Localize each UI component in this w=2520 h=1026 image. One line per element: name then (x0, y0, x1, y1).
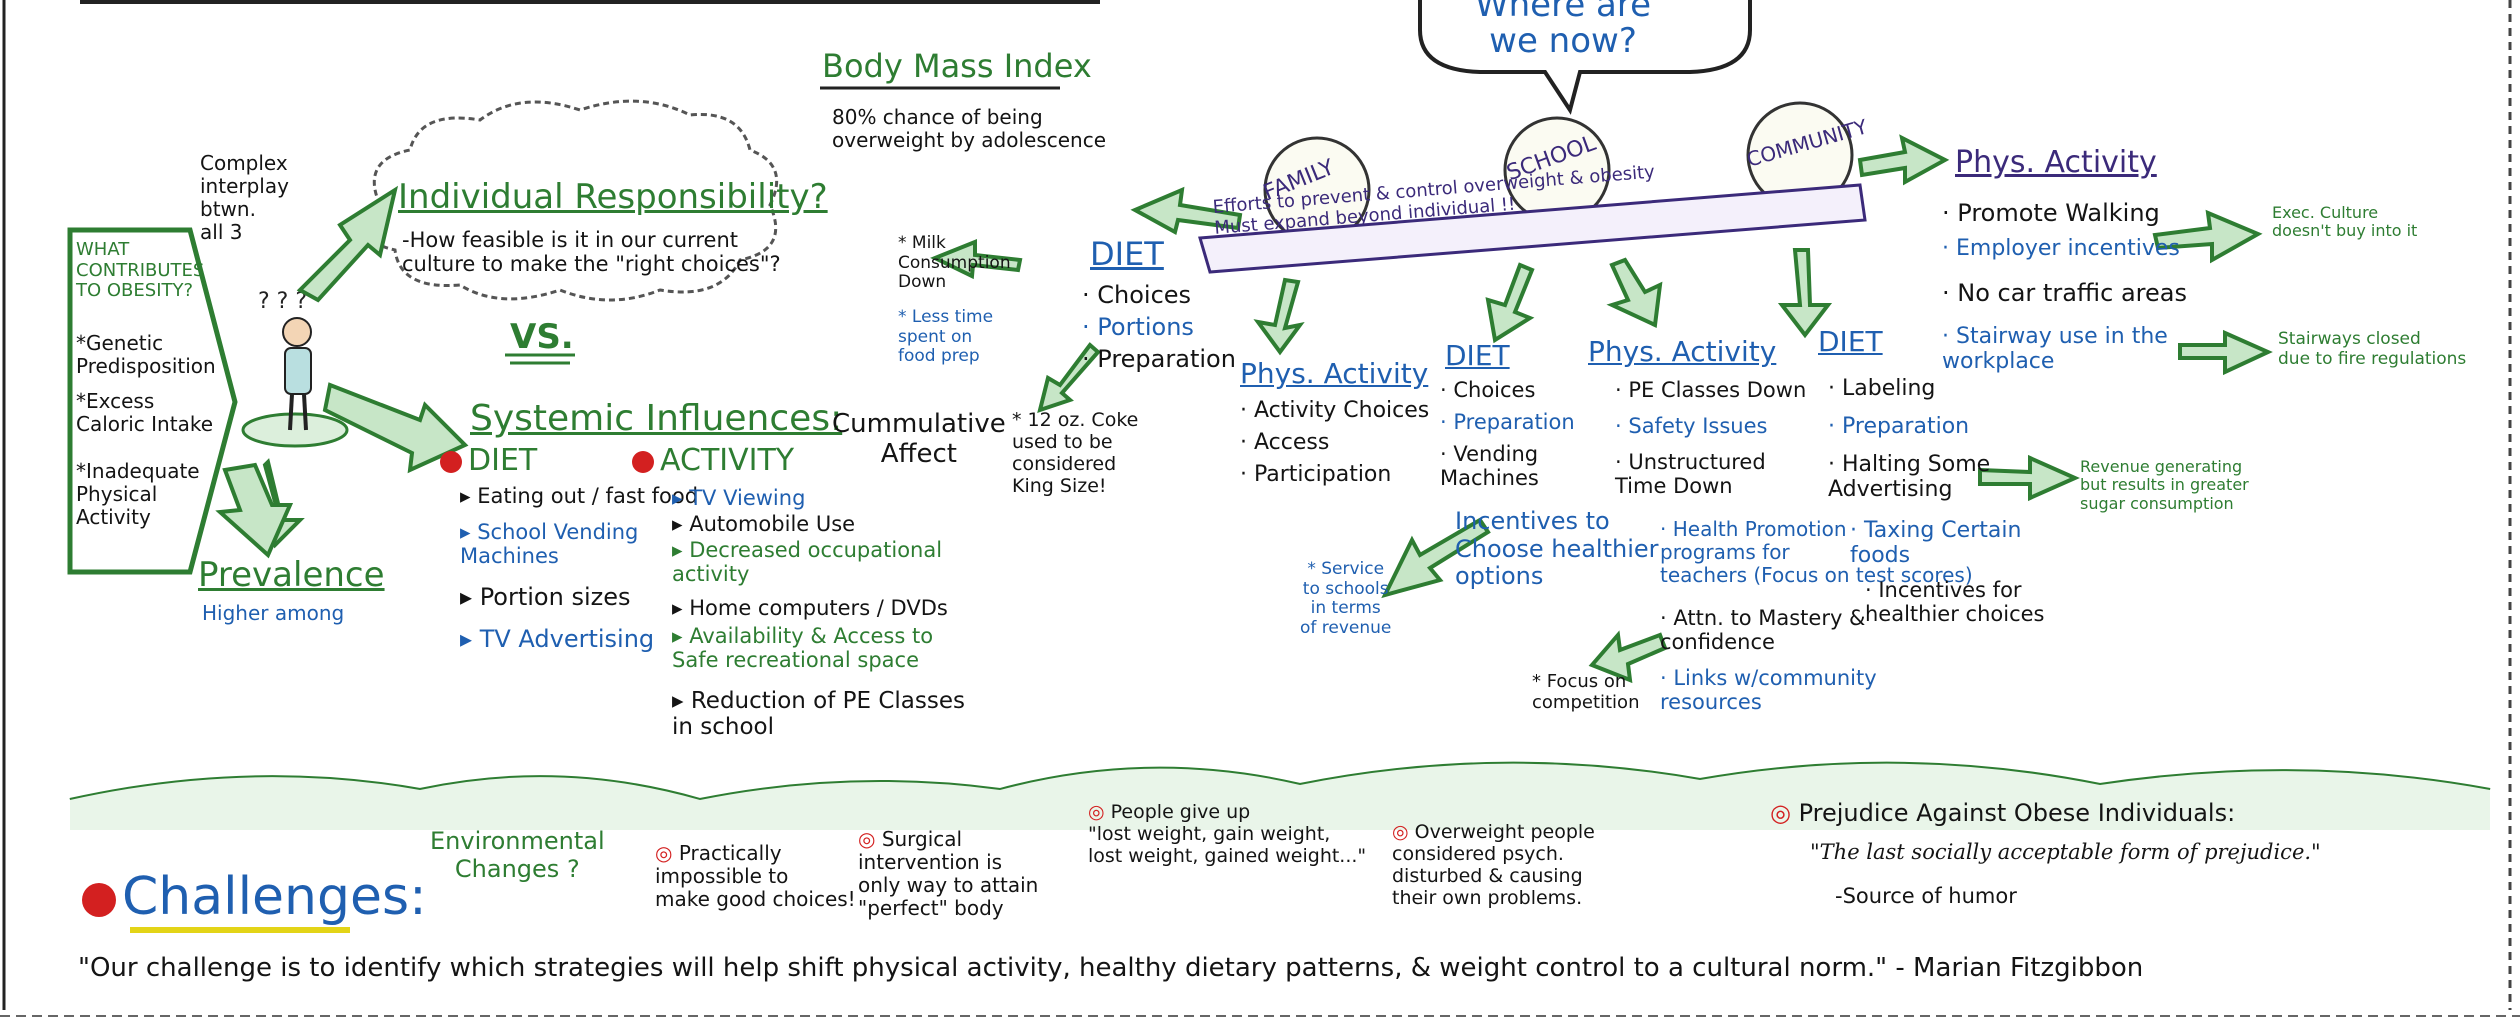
community-phys-item: · Promote Walking (1942, 199, 2160, 227)
red-bullet-icon (440, 450, 462, 473)
speech-bubble-text: Where are we now? (1475, 0, 1652, 61)
speech-bubble-shape (1418, 0, 1752, 115)
milk-note: * Milk Consumption Down (898, 233, 1011, 293)
spheres (1263, 101, 1854, 244)
svg-text:? ? ?: ? ? ? (258, 289, 307, 314)
complex-interplay-note: Complex interplay btwn. all 3 (200, 151, 289, 244)
challenge-item: ◎ People give up "lost weight, gain weig… (1088, 801, 1367, 867)
revenue-note: Revenue generating but results in greate… (2080, 457, 2249, 513)
banner-ribbon (1198, 183, 1867, 274)
arrow-to-systemic (322, 382, 469, 474)
red-bullet-icon (82, 883, 116, 917)
systemic-diet-item: ▸ School Vending Machines (460, 520, 639, 569)
family-phys-title: Phys. Activity (1240, 357, 1429, 390)
prejudice-quote: "The last socially acceptable form of pr… (1810, 840, 2321, 864)
arrow-to-diet (1130, 186, 1243, 236)
school-phys-item: · Health Promotion programs for teachers… (1660, 517, 1973, 587)
systemic-activity-item: ▸ Automobile Use (672, 512, 856, 536)
green-arrows (215, 134, 2273, 684)
school-phys-title: Phys. Activity (1588, 335, 1777, 368)
systemic-diet-item: ▸ Eating out / fast food (460, 484, 699, 508)
community-diet-item: · Taxing Certain foods (1850, 518, 2022, 569)
school-diet-item: · Preparation (1440, 410, 1575, 434)
school-phys-item: · Links w/community resources (1660, 666, 1877, 715)
systemic-diet-item: ▸ TV Advertising (460, 625, 655, 653)
school-phys-item: · Attn. to Mastery & confidence (1660, 606, 1866, 655)
arrow-to-milk (930, 239, 1023, 280)
closing-quote: "Our challenge is to identify which stra… (78, 953, 2144, 983)
school-diet-item: · Vending Machines (1440, 442, 1539, 491)
cloud-shape (366, 99, 779, 302)
prejudice-sub: -Source of humor (1835, 884, 2017, 908)
systemic-activity-item: ▸ Availability & Access to Safe recreati… (672, 624, 934, 673)
contributes-item: *Inadequate Physical Activity (76, 459, 200, 529)
systemic-activity-item: ▸ TV Viewing (672, 486, 806, 510)
bmi-note: 80% chance of being overweight by adoles… (832, 105, 1107, 152)
systemic-diet-label: DIET (468, 443, 538, 478)
school-diet-item: · Choices (1440, 378, 1536, 402)
family-diet-item: · Portions (1082, 313, 1194, 341)
community-phys-title: Phys. Activity (1955, 145, 2157, 180)
environmental-changes: Environmental Changes ? (430, 827, 605, 883)
competition-note: * Focus on competition (1532, 671, 1640, 713)
school-phys-item: · Safety Issues (1615, 414, 1768, 438)
challenge-item: ◎ Surgical intervention is only way to a… (858, 827, 1039, 920)
arrow-to-individual (296, 185, 399, 303)
school-phys-item: · PE Classes Down (1615, 378, 1807, 402)
systemic-activity-item: ▸ Decreased occupational activity (672, 538, 943, 587)
contributes-item: *Excess Caloric Intake (76, 389, 213, 436)
prejudice-title: ◎ Prejudice Against Obese Individuals: (1770, 799, 2236, 827)
systemic-diet-title: DIET (440, 443, 538, 479)
school-diet-title: DIET (1445, 339, 1510, 372)
community-phys-item: · No car traffic areas (1942, 279, 2187, 307)
systemic-activity-item: ▸ Home computers / DVDs (672, 596, 948, 620)
contributes-panel (67, 227, 238, 575)
prevalence-sub: Higher among (202, 601, 345, 625)
systemic-activity-item: ▸ Reduction of PE Classes in school (672, 688, 965, 741)
exec-note: Exec. Culture doesn't buy into it (2272, 203, 2418, 241)
community-phys-item: · Stairway use in the workplace (1942, 324, 2168, 375)
family-diet-item: · Choices (1082, 281, 1192, 309)
service-note: * Service to schools in terms of revenue (1300, 559, 1392, 638)
red-bullet-icon (632, 450, 654, 473)
vs-label: VS. (510, 317, 574, 357)
challenge-item: ◎ Overweight people considered psych. di… (1392, 821, 1595, 909)
arrow-to-service (1381, 517, 1491, 599)
challenges-title: Challenges: (82, 867, 427, 928)
stairways-note: Stairways closed due to fire regulations (2278, 329, 2467, 369)
hills-fill (70, 763, 2490, 830)
systemic-title: Systemic Influences: (470, 398, 843, 439)
less-time-note: * Less time spent on food prep (898, 307, 994, 367)
community-diet-item: · Labeling (1828, 376, 1936, 401)
systemic-activity-title: ACTIVITY (632, 443, 795, 479)
family-diet-item: · Preparation (1082, 345, 1236, 373)
community-phys-item: · Employer incentives (1942, 236, 2180, 261)
prevalence-title: Prevalence (198, 555, 385, 595)
arrow-to-coke (1037, 342, 1101, 414)
community-diet-item: · Preparation (1828, 414, 1970, 439)
community-diet-item: · Incentives for healthier choices (1865, 578, 2045, 627)
challenge-item: ◎ Practically impossible to make good ch… (655, 841, 856, 911)
community-diet-title: DIET (1818, 325, 1883, 358)
coke-note: * 12 oz. Coke used to be considered King… (1012, 409, 1139, 497)
individual-text: -How feasible is it in our current cultu… (402, 228, 781, 277)
systemic-activity-label: ACTIVITY (660, 443, 795, 478)
contributes-title: WHAT CONTRIBUTES TO OBESITY? (76, 239, 205, 302)
family-diet-title: DIET (1090, 235, 1164, 273)
community-diet-item: · Halting Some Advertising (1828, 452, 1991, 503)
family-phys-item: · Activity Choices (1240, 398, 1430, 423)
bmi-title: Body Mass Index (822, 47, 1092, 85)
challenges-label: Challenges: (122, 867, 427, 927)
school-diet-item: Incentives to Choose healthier options (1455, 507, 1659, 591)
systemic-diet-item: ▸ Portion sizes (460, 583, 631, 611)
family-phys-item: · Participation (1240, 462, 1392, 487)
cumulative-affect: Cummulative Affect (832, 409, 1006, 469)
contributes-item: *Genetic Predisposition (76, 331, 216, 378)
person-figure: ? ? ? (241, 289, 349, 448)
individual-title: Individual Responsibility? (398, 177, 828, 217)
school-phys-item: · Unstructured Time Down (1615, 450, 1766, 499)
family-phys-item: · Access (1240, 430, 1330, 455)
